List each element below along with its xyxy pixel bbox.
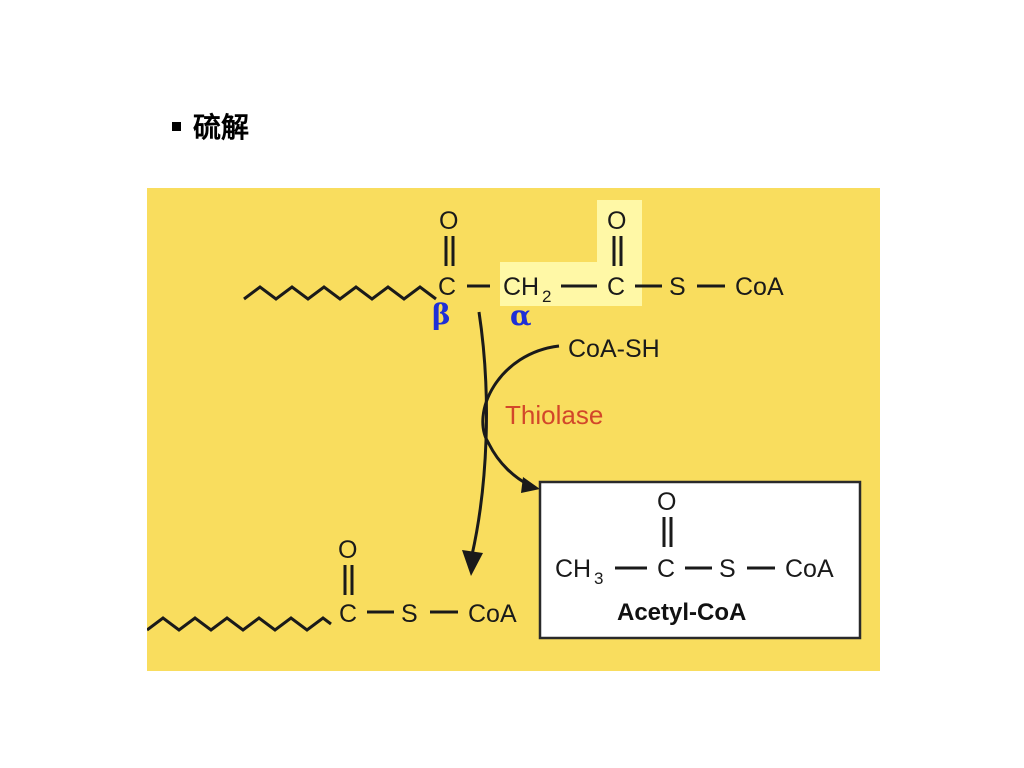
substrate-methylene-subscript: 2: [542, 287, 551, 306]
page-title: 硫解: [193, 111, 250, 144]
acetyl-methyl: CH: [555, 555, 591, 583]
acetyl-unit-highlight: [500, 200, 642, 306]
reagent-coa-sh: CoA-SH: [568, 335, 660, 363]
enzyme-thiolase: Thiolase: [505, 400, 603, 430]
alpha-label: α: [510, 299, 532, 332]
product-oxygen: O: [338, 536, 357, 564]
substrate-methylene: CH: [503, 273, 539, 301]
bullet-icon: [172, 121, 181, 131]
substrate-sulfur: S: [669, 273, 686, 301]
acetyl-oxygen: O: [657, 488, 676, 516]
reaction-arrows: [462, 311, 560, 576]
acetyl-carbon: C: [657, 555, 675, 583]
substrate-carbon-beta: C: [438, 273, 456, 301]
thiolysis-diagram: O C CH 2 O C S CoA β α CoA-SH Thiolase O: [147, 188, 880, 671]
product-carbon: C: [339, 600, 357, 628]
substrate-oxygen-1: O: [439, 207, 458, 235]
acetyl-coa-box: O CH 3 C S CoA Acetyl-CoA: [538, 480, 862, 640]
coa-arrow-head: [521, 477, 540, 493]
main-arrow-head: [462, 550, 483, 576]
acetyl-coa: CoA: [785, 555, 834, 583]
substrate-oxygen-2: O: [607, 207, 626, 235]
substrate-alkyl-chain: [243, 285, 437, 301]
acetyl-sulfur: S: [719, 555, 736, 583]
substrate-coa: CoA: [735, 273, 784, 301]
slide-title: 硫解: [172, 106, 249, 146]
product-sulfur: S: [401, 600, 418, 628]
acetyl-methyl-subscript: 3: [594, 569, 603, 588]
coa-arrow-shaft: [481, 344, 560, 487]
acetyl-coa-frame: [538, 480, 862, 640]
reaction-svg: O C CH 2 O C S CoA β α CoA-SH Thiolase O: [147, 188, 880, 671]
acetyl-coa-name: Acetyl-CoA: [617, 599, 746, 626]
substrate-carbon-alpha-group: C: [607, 273, 625, 301]
product-alkyl-chain: [147, 616, 332, 632]
product-coa: CoA: [468, 600, 517, 628]
beta-label: β: [432, 298, 451, 331]
